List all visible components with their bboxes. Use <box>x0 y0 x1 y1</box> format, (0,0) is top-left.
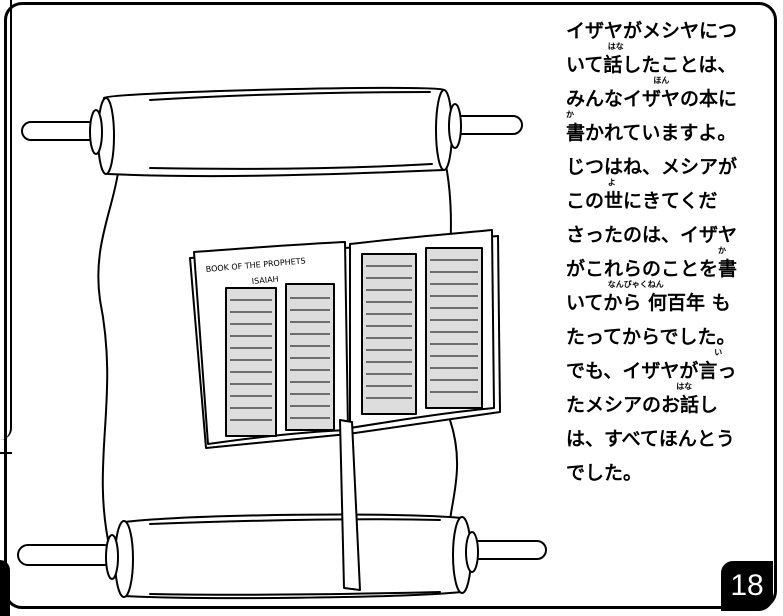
story-text-line: ほんみんなイザヤの本に <box>566 76 766 110</box>
book-ribbon <box>339 419 361 591</box>
story-text-line-text: たメシアのお話し <box>566 394 719 416</box>
story-text-line: はないて話したことは、 <box>566 42 766 76</box>
furigana: か <box>718 246 726 255</box>
story-text-line-text: は、すべてほんとう <box>566 428 735 450</box>
story-text-line: さったのは、イザヤ <box>566 224 766 246</box>
book-heading-line2: ISAIAH <box>251 275 279 286</box>
furigana: い <box>714 348 723 357</box>
story-text-line-text: さったのは、イザヤ <box>566 224 738 246</box>
furigana: はな <box>676 382 693 391</box>
bottom-scroll-rod-left <box>17 544 115 566</box>
story-text-line-text: みんなイザヤの本に <box>566 88 738 110</box>
story-text-line: いでも、イザヤが言っ <box>566 348 766 382</box>
furigana: なんびゃくねん <box>607 280 664 289</box>
previous-page-edge <box>0 0 12 440</box>
furigana: はな <box>607 42 624 51</box>
story-text-line: は、すべてほんとう <box>566 428 766 450</box>
story-text-line-text: 書かれていますよ。 <box>566 122 737 144</box>
page-number-badge: 18 <box>721 561 773 611</box>
top-scroll-roller <box>100 86 450 178</box>
story-text-line: でした。 <box>566 462 766 484</box>
story-text-line: よこの世にきてくだ <box>566 178 766 212</box>
story-text-line-text: でも、イザヤが言っ <box>566 360 737 382</box>
furigana: ほん <box>653 76 670 85</box>
furigana: か <box>566 110 574 119</box>
story-text-line: イザヤがメシヤにつ <box>566 20 766 42</box>
scroll-illustration: BOOK OF THE PROPHETS ISAIAH <box>17 86 547 600</box>
story-text-line-text: いてから 何百年 も <box>566 292 731 314</box>
story-text-line-text: いて話したことは、 <box>566 54 737 76</box>
story-text-line: はなたメシアのお話し <box>566 382 766 416</box>
story-text-line: じつはね、メシアが <box>566 156 766 178</box>
furigana: よ <box>607 178 616 187</box>
story-text-line-text: イザヤがメシヤにつ <box>566 20 738 42</box>
story-text-line-text: じつはね、メシアが <box>566 156 738 178</box>
story-text-line: たってからでした。 <box>566 326 766 348</box>
story-text-line: なんびゃくねんいてから 何百年 も <box>566 280 766 314</box>
page-frame <box>4 2 777 609</box>
story-text-line: か書かれていますよ。 <box>566 110 766 144</box>
story-text-line-text: たってからでした。 <box>566 326 736 348</box>
story-text-line-text: でした。 <box>566 462 643 484</box>
story-text: イザヤがメシヤにつはないて話したことは、ほんみんなイザヤの本にか書かれていますよ… <box>566 20 766 496</box>
bottom-scroll-roller <box>117 513 469 600</box>
story-text-line: かがこれらのことを書 <box>566 246 766 280</box>
story-text-line-text: がこれらのことを書 <box>566 258 738 280</box>
story-text-line-text: この世にきてくだ <box>566 190 718 212</box>
